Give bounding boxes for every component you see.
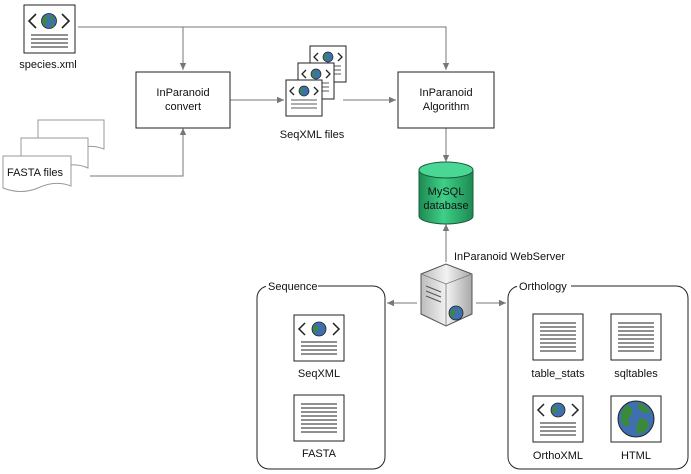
fasta-label: FASTA [302, 448, 337, 460]
seqxml-files-node: SeqXML files [280, 45, 347, 141]
species-xml-label: species.xml [19, 59, 76, 71]
seqxml-label: SeqXML [298, 368, 340, 380]
xml-document-icon [293, 314, 345, 362]
html-label: HTML [621, 450, 651, 462]
webserver-node: InParanoid WebServer [420, 251, 565, 327]
table-stats-label: table_stats [531, 368, 585, 380]
edge-species-to-convert [78, 26, 187, 70]
inparanoid-convert-line2: convert [165, 101, 201, 113]
orthoxml-item: OrthoXML [532, 395, 584, 462]
fasta-item: FASTA [293, 394, 345, 460]
xml-document-icon [23, 4, 76, 54]
inparanoid-convert-node: InParanoid convert [135, 71, 231, 129]
orthoxml-label: OrthoXML [533, 450, 583, 462]
table-stats-item: table_stats [531, 313, 585, 380]
text-document-icon [532, 313, 584, 361]
html-item: HTML [610, 395, 662, 462]
edge-species-to-algorithm [183, 26, 450, 70]
mysql-database-line2: database [423, 200, 468, 212]
globe-document-icon [610, 395, 662, 443]
sqltables-label: sqltables [614, 368, 658, 380]
text-document-icon [293, 394, 345, 442]
fasta-files-label: FASTA files [7, 167, 64, 179]
sqltables-item: sqltables [610, 313, 662, 380]
document-sheet-icon [2, 155, 72, 192]
orthology-group-title: Orthology [519, 281, 567, 293]
orthology-group: Orthology table_stats [507, 280, 689, 470]
inparanoid-algorithm-node: InParanoid Algorithm [397, 71, 495, 129]
seqxml-files-label: SeqXML files [280, 129, 345, 141]
inparanoid-algorithm-line1: InParanoid [419, 87, 472, 99]
mysql-database-node: MySQL database [418, 161, 474, 225]
inparanoid-algorithm-line2: Algorithm [423, 101, 469, 113]
webserver-label: InParanoid WebServer [454, 251, 565, 263]
xml-document-icon [532, 395, 584, 443]
server-tower-icon [420, 263, 473, 327]
mysql-database-line1: MySQL [428, 186, 465, 198]
species-xml-node: species.xml [19, 4, 77, 71]
edge-fasta-to-convert [90, 128, 187, 177]
inparanoid-convert-line1: InParanoid [156, 87, 209, 99]
sequence-group: Sequence SeqXML [256, 280, 386, 470]
seqxml-item: SeqXML [293, 314, 345, 380]
fasta-files-node: FASTA files [2, 119, 105, 192]
xml-document-icon [285, 79, 323, 117]
sequence-group-title: Sequence [268, 281, 318, 293]
connectors [78, 26, 506, 307]
database-cylinder-icon [418, 169, 474, 225]
text-document-icon [610, 313, 662, 361]
